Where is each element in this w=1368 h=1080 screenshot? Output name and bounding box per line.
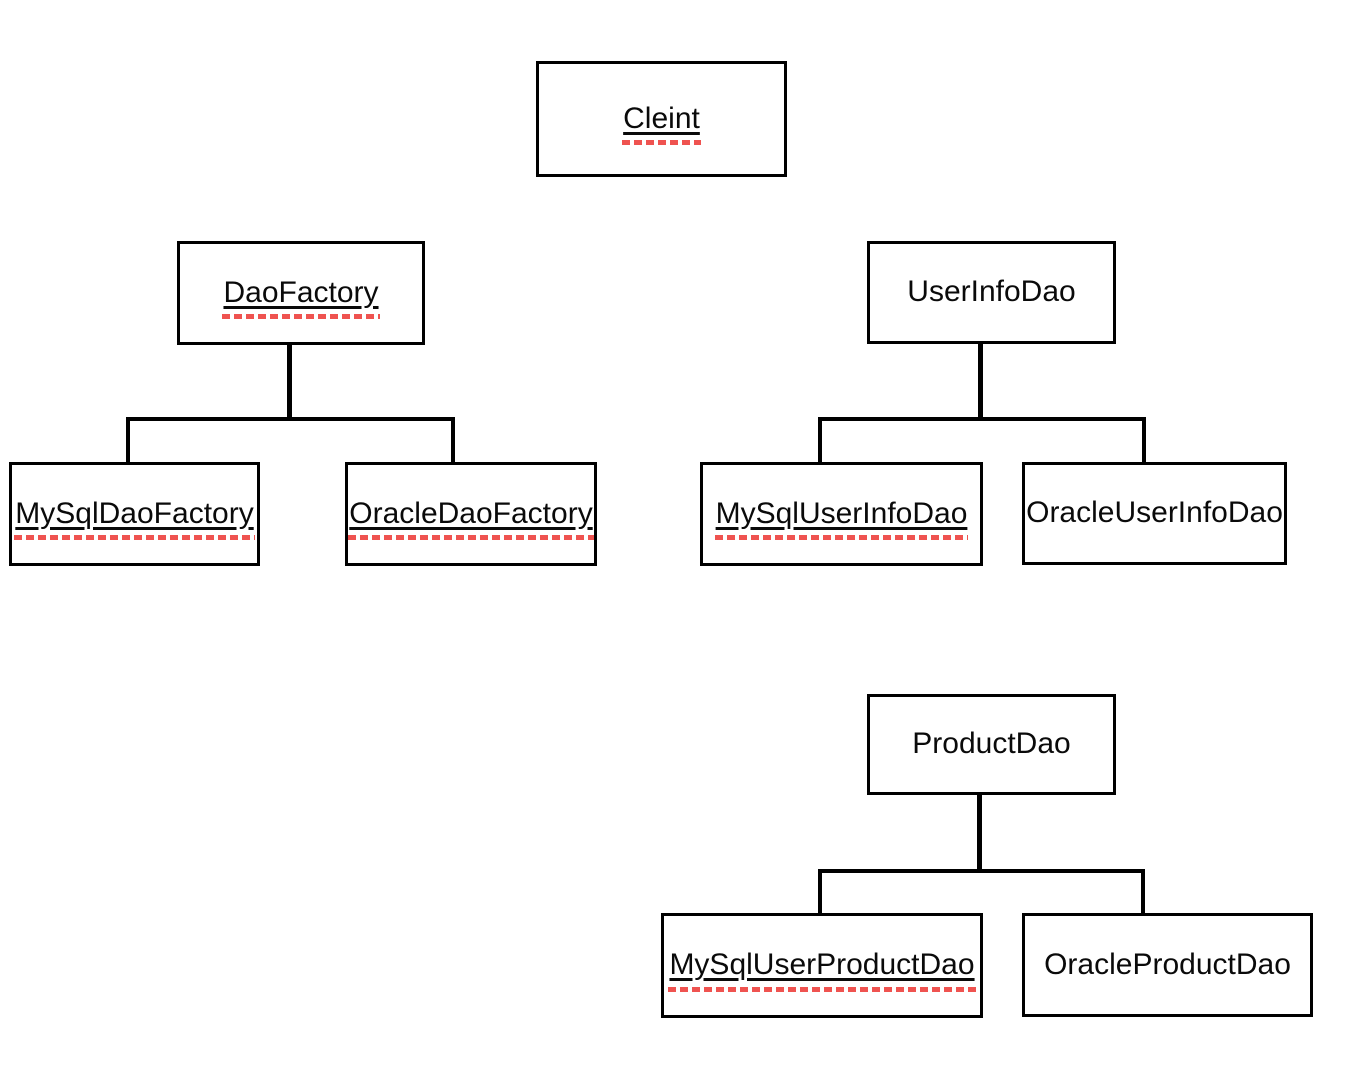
class-box-client: Cleint [536, 61, 787, 177]
connector-product-dao-bar [818, 869, 1145, 873]
class-box-oracle-product-dao: OracleProductDao [1022, 913, 1313, 1017]
class-label-oracle-dao-factory: OracleDaoFactory [348, 496, 595, 540]
class-box-oracle-dao-factory: OracleDaoFactory [345, 462, 597, 566]
connector-dao-factory-bar [126, 417, 455, 421]
class-label-mysql-user-info-dao: MySqlUserInfoDao [714, 496, 969, 540]
class-box-mysql-user-info-dao: MySqlUserInfoDao [700, 462, 983, 566]
connector-user-info-dao-right-drop [1142, 417, 1146, 465]
class-box-mysql-user-product-dao: MySqlUserProductDao [661, 913, 983, 1018]
connector-product-dao-right-drop [1141, 869, 1145, 916]
connector-user-info-dao-left-drop [818, 417, 822, 465]
class-label-product-dao: ProductDao [912, 727, 1071, 761]
class-label-mysql-dao-factory: MySqlDaoFactory [14, 496, 256, 540]
class-label-oracle-product-dao: OracleProductDao [1044, 947, 1291, 981]
connector-dao-factory-stem [287, 344, 292, 421]
class-box-oracle-user-info-dao: OracleUserInfoDao [1022, 462, 1287, 565]
class-box-product-dao: ProductDao [867, 694, 1116, 795]
class-box-dao-factory: DaoFactory [177, 241, 425, 345]
connector-product-dao-left-drop [818, 869, 822, 916]
connector-user-info-dao-stem [978, 343, 983, 421]
class-label-oracle-user-info-dao: OracleUserInfoDao [1026, 496, 1283, 530]
class-box-mysql-dao-factory: MySqlDaoFactory [9, 462, 260, 566]
class-label-mysql-user-product-dao: MySqlUserProductDao [668, 948, 976, 992]
class-label-client: Cleint [622, 101, 701, 145]
connector-user-info-dao-bar [818, 417, 1146, 421]
connector-dao-factory-right-drop [451, 417, 455, 465]
connector-dao-factory-left-drop [126, 417, 130, 465]
class-label-user-info-dao: UserInfoDao [907, 275, 1076, 309]
connector-product-dao-stem [977, 794, 982, 871]
class-box-user-info-dao: UserInfoDao [867, 241, 1116, 344]
class-label-dao-factory: DaoFactory [222, 275, 380, 319]
